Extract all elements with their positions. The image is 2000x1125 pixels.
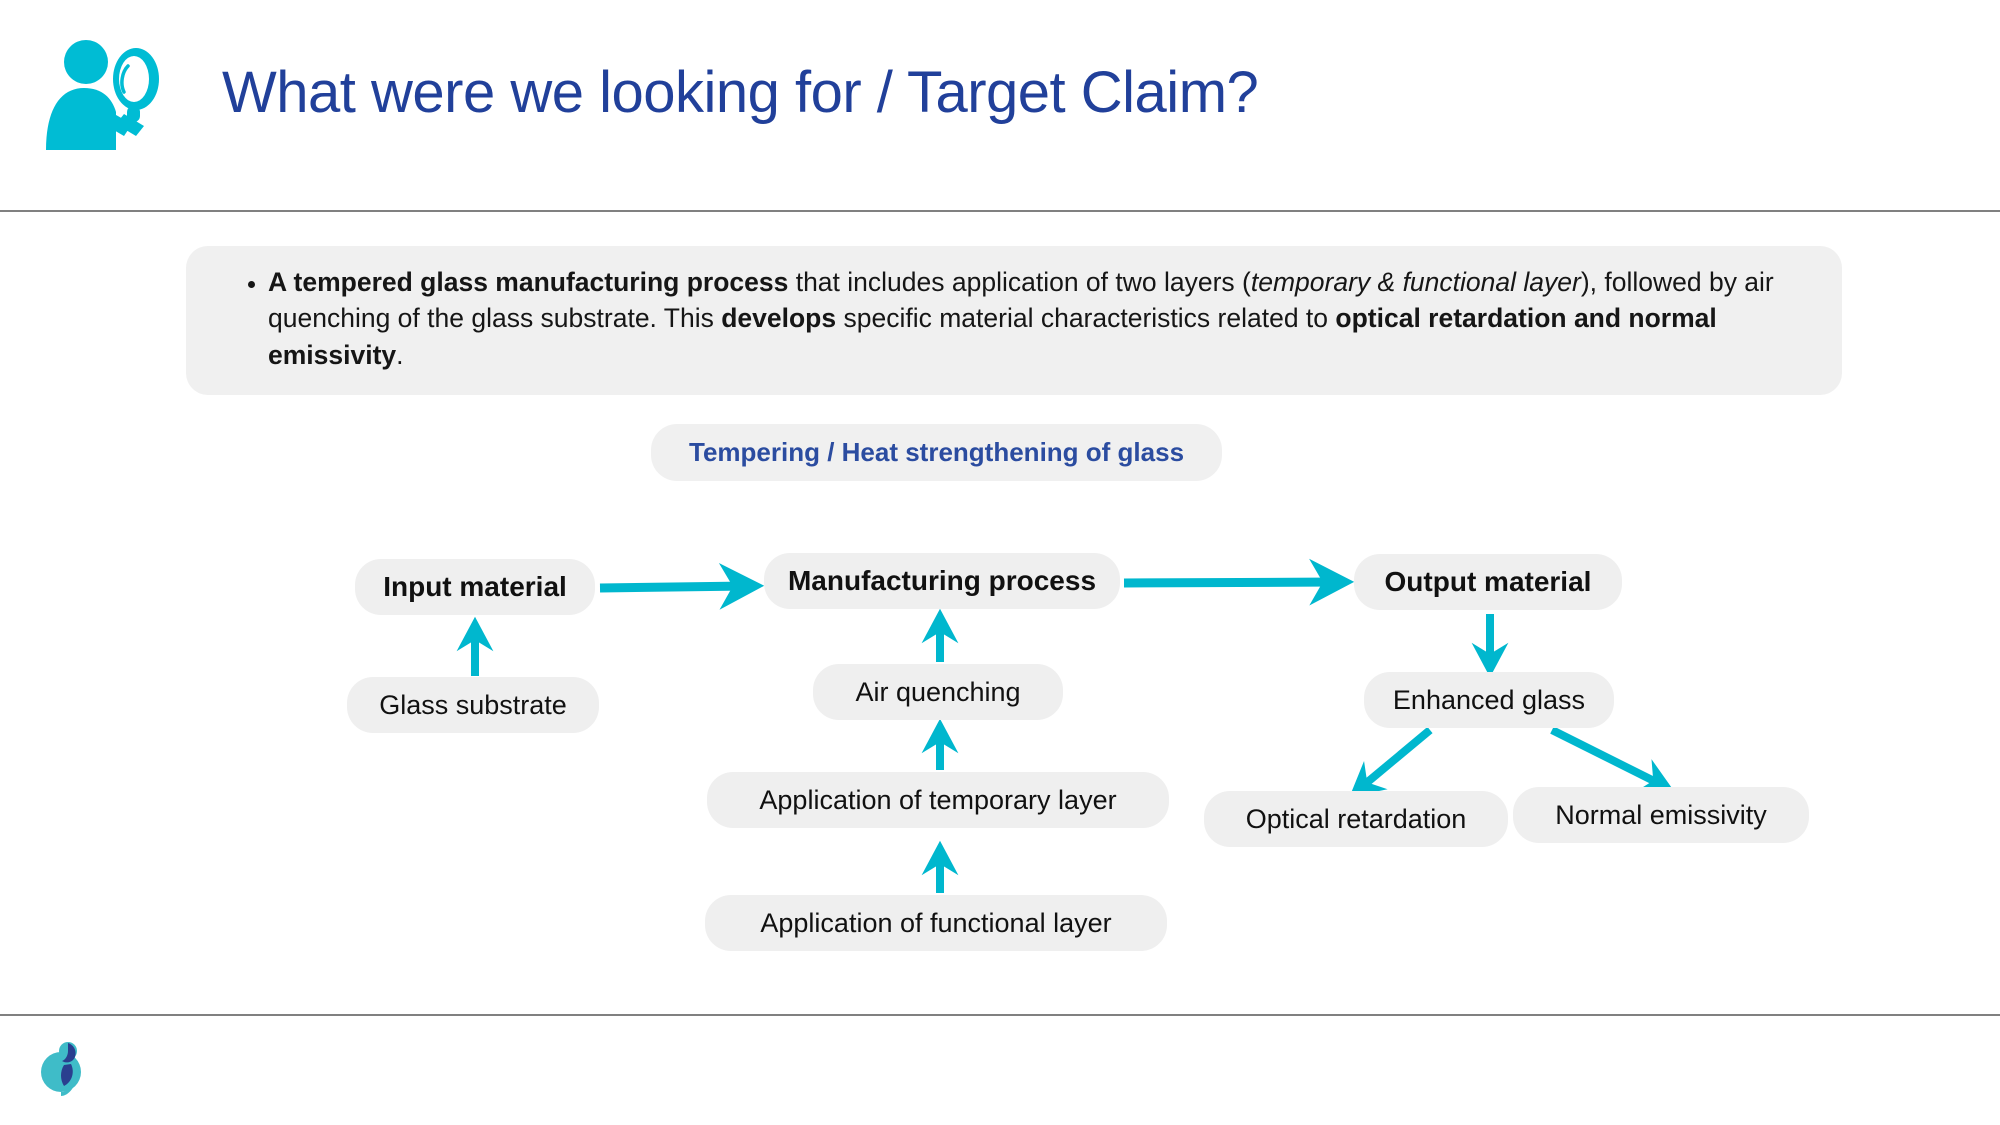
claim-seg-2: temporary & functional layer bbox=[1250, 267, 1581, 297]
node-manufacturing-process[interactable]: Manufacturing process bbox=[764, 553, 1120, 609]
node-optical-retardation[interactable]: Optical retardation bbox=[1204, 791, 1508, 847]
edge-input-to-manufacturing bbox=[599, 562, 765, 610]
claim-seg-1: that includes application of two layers … bbox=[788, 267, 1251, 297]
edge-enhanced-to-optical bbox=[1349, 726, 1433, 798]
node-output-material[interactable]: Output material bbox=[1354, 554, 1622, 610]
node-glass-substrate[interactable]: Glass substrate bbox=[347, 677, 599, 733]
node-air-quenching[interactable]: Air quenching bbox=[813, 664, 1063, 720]
company-logo-icon bbox=[40, 1040, 86, 1098]
page-title: What were we looking for / Target Claim? bbox=[222, 60, 1259, 125]
node-input-material[interactable]: Input material bbox=[355, 559, 595, 615]
node-normal-emissivity[interactable]: Normal emissivity bbox=[1513, 787, 1809, 843]
edge-enhanced-to-emissivity bbox=[1550, 726, 1675, 793]
claim-seg-0: A tempered glass manufacturing process bbox=[268, 267, 789, 297]
claim-seg-7: . bbox=[396, 339, 404, 370]
list-item: A tempered glass manufacturing process t… bbox=[268, 264, 1804, 373]
claim-seg-5: specific material characteristics relate… bbox=[836, 303, 1336, 334]
claim-summary-card: A tempered glass manufacturing process t… bbox=[186, 246, 1842, 395]
footer-divider bbox=[0, 1014, 2000, 1016]
node-functional-layer[interactable]: Application of functional layer bbox=[705, 895, 1167, 951]
claim-seg-6: optical retardation and normal emissivit… bbox=[268, 303, 1717, 370]
node-enhanced-glass[interactable]: Enhanced glass bbox=[1364, 672, 1614, 728]
claim-seg-3: ), followed by air quenching of the glas… bbox=[268, 267, 1774, 334]
header-divider bbox=[0, 210, 2000, 212]
section-badge: Tempering / Heat strengthening of glass bbox=[651, 424, 1223, 481]
person-with-magnifier-icon bbox=[28, 32, 168, 152]
claim-seg-4: develops bbox=[721, 303, 837, 334]
page-header: What were we looking for / Target Claim? bbox=[0, 0, 2000, 212]
claim-bullet-list: A tempered glass manufacturing process t… bbox=[224, 264, 1804, 373]
edge-manufacturing-to-output bbox=[1123, 558, 1355, 606]
node-temporary-layer[interactable]: Application of temporary layer bbox=[707, 772, 1169, 828]
